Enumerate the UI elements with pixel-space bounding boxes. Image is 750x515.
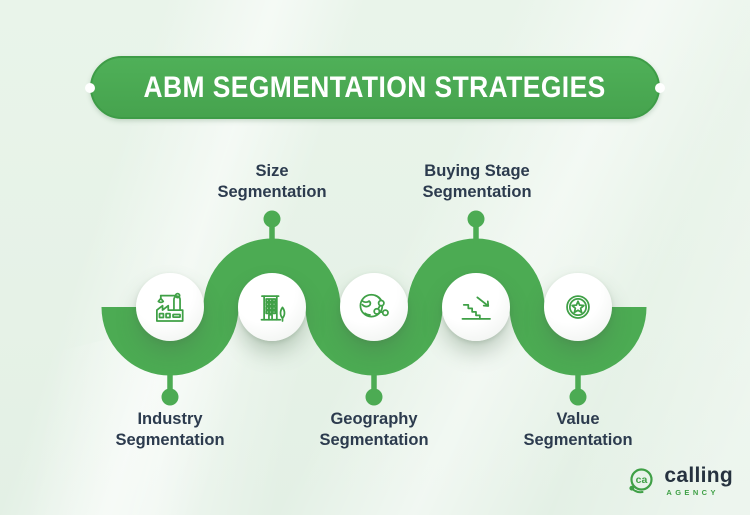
- step-circle-buying-stage: [442, 273, 510, 341]
- connector-dot: [263, 210, 281, 228]
- factory-robotic-arm-icon: [156, 292, 184, 322]
- logo-name: calling: [664, 463, 733, 487]
- step-circle-value: [544, 273, 612, 341]
- connector-dot: [467, 210, 485, 228]
- step-circle-size: [238, 273, 306, 341]
- step-label-value: Value Segmentation: [488, 409, 668, 451]
- logo-text: calling AGENCY: [664, 463, 733, 497]
- bullet-dot-left-icon: [85, 82, 96, 93]
- connector-dot: [365, 388, 383, 406]
- step-label-line1: Size: [255, 162, 289, 180]
- step-label-line2: Segmentation: [319, 431, 429, 449]
- office-building-icon: [260, 295, 286, 322]
- star-badge-icon: [566, 295, 590, 319]
- step-label-line1: Industry: [137, 410, 203, 428]
- step-label-geography: Geography Segmentation: [284, 409, 464, 451]
- wave-ribbon: [101, 238, 647, 376]
- globe-network-icon: [359, 293, 389, 318]
- step-label-line1: Buying Stage: [424, 162, 530, 180]
- descending-stairs-arrow-icon: [461, 296, 491, 320]
- logo-subtitle: AGENCY: [666, 487, 719, 497]
- page-title: ABM SEGMENTATION STRATEGIES: [143, 70, 607, 104]
- step-label-industry: Industry Segmentation: [80, 409, 260, 451]
- logo-monogram: ca: [636, 474, 648, 486]
- connector-dot: [161, 388, 179, 406]
- step-circle-industry: [136, 273, 204, 341]
- calling-agency-headset-icon: ca: [629, 468, 653, 494]
- step-circle-geography: [340, 273, 408, 341]
- brand-logo: ca calling AGENCY: [625, 465, 733, 497]
- connector-dot: [569, 388, 587, 406]
- step-label-line2: Segmentation: [422, 183, 532, 201]
- title-banner: ABM SEGMENTATION STRATEGIES: [85, 56, 665, 119]
- step-label-line1: Geography: [330, 410, 418, 428]
- step-label-line2: Segmentation: [217, 183, 327, 201]
- step-label-line1: Value: [556, 410, 600, 428]
- step-label-buying-stage: Buying Stage Segmentation: [387, 161, 567, 203]
- step-label-line2: Segmentation: [115, 431, 225, 449]
- step-label-line2: Segmentation: [523, 431, 633, 449]
- bullet-dot-right-icon: [654, 82, 665, 93]
- step-label-size: Size Segmentation: [182, 161, 362, 203]
